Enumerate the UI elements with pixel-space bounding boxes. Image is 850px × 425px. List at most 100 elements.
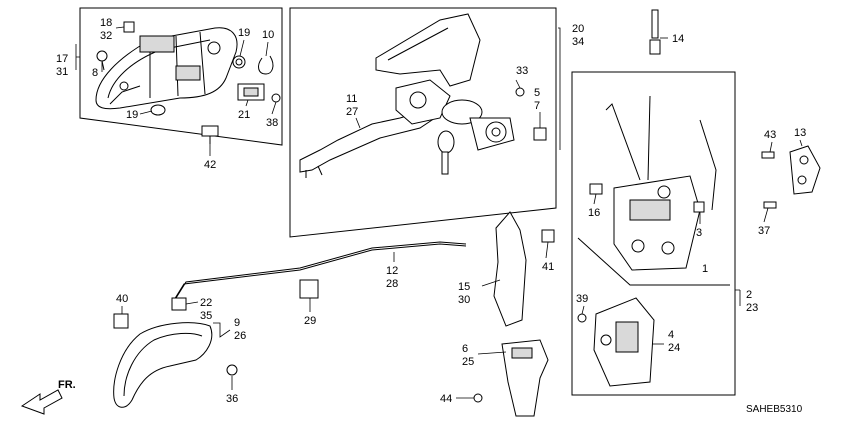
callout-number: 42 — [204, 159, 216, 171]
shield-bracket-part-15 — [493, 211, 527, 327]
callout-number: 36 — [226, 393, 238, 405]
callout-number: 15 — [458, 281, 470, 293]
callout-number: 11 — [346, 93, 357, 105]
callout-39: 39 — [576, 293, 588, 305]
outer-handle-group-frame — [79, 7, 283, 146]
latch-cover-part-4 — [593, 297, 655, 387]
callout-number: 33 — [516, 65, 528, 77]
callout-number: 21 — [238, 109, 250, 121]
clip-part-22 — [171, 297, 187, 311]
callout-number: 19 — [126, 109, 138, 121]
callout-number: 30 — [458, 294, 470, 306]
callout-number: 14 — [672, 33, 684, 45]
callout-19-top: 19 — [238, 27, 250, 39]
callout-8: 8 — [92, 67, 98, 79]
callout-1: 1 — [702, 263, 708, 275]
callout-44: 44 — [440, 393, 452, 405]
callout-number: 32 — [100, 30, 112, 42]
callout-38: 38 — [266, 117, 278, 129]
callout-number: 3 — [696, 227, 702, 239]
callout-number: 29 — [304, 315, 316, 327]
callout-number: 43 — [764, 129, 776, 141]
callout-number: 16 — [588, 207, 600, 219]
lock-cylinder-mechanism — [395, 79, 451, 125]
callout-number: 10 — [262, 29, 274, 41]
callout-number: 37 — [758, 225, 770, 237]
screw-part-39 — [577, 313, 587, 323]
callout-number: 24 — [668, 342, 680, 354]
callout-number: 20 — [572, 23, 584, 35]
clip-part-16 — [589, 183, 603, 195]
screw-part-8 — [96, 50, 108, 71]
callout-number: 27 — [346, 106, 358, 118]
callout-number: 1 — [702, 263, 708, 275]
bolt-part-42 — [201, 125, 219, 144]
callout-number: 34 — [572, 36, 584, 48]
callout-40: 40 — [116, 293, 128, 305]
callout-33: 33 — [516, 65, 528, 77]
callout-number: 39 — [576, 293, 588, 305]
callout-number: 8 — [92, 67, 98, 79]
callout-number: 38 — [266, 117, 278, 129]
callout-number: 44 — [440, 393, 452, 405]
clip-part-40 — [113, 313, 129, 329]
front-direction-arrow-icon — [20, 389, 63, 415]
callout-43: 43 — [764, 129, 776, 141]
outer-door-handle — [95, 27, 238, 110]
callout-number: 17 — [56, 53, 68, 65]
inner-door-handle-part-9 — [113, 322, 213, 408]
callout-13: 13 — [794, 127, 806, 139]
rod-guide-part-6 — [501, 339, 549, 417]
screw-part-33 — [515, 87, 525, 97]
grommet-part-19-top — [232, 55, 246, 69]
callout-number: 7 — [534, 100, 540, 112]
callout-37: 37 — [758, 225, 770, 237]
front-direction-label: FR. — [58, 379, 76, 391]
callout-number: 4 — [668, 329, 674, 341]
grommet-part-19-bottom — [150, 104, 166, 116]
lock-cylinder-group-frame — [289, 7, 557, 238]
callout-number: 22 — [200, 297, 212, 309]
callout-number: 12 — [386, 265, 398, 277]
callout-21: 21 — [238, 109, 250, 121]
callout-41: 41 — [542, 261, 554, 273]
diagram-code: SAHEB5310 — [746, 404, 803, 415]
leader-lines — [101, 26, 803, 399]
latch-rods — [605, 95, 717, 211]
striker-part-13 — [789, 145, 821, 195]
door-latch-actuator-part-1 — [613, 175, 701, 271]
callout-number: 31 — [56, 66, 68, 78]
latch-inner-frame — [577, 237, 730, 286]
callout-number: 25 — [462, 356, 474, 368]
key — [437, 130, 455, 175]
screw-part-38 — [271, 93, 281, 103]
clip-part-5 — [533, 127, 547, 141]
callout-42: 42 — [204, 159, 216, 171]
cable-part-12 — [173, 241, 467, 301]
callout-number: 40 — [116, 293, 128, 305]
callout-3: 3 — [696, 227, 702, 239]
bolt-part-41 — [541, 229, 555, 243]
screw-part-43 — [761, 151, 775, 159]
lock-cover-part-20 — [375, 13, 481, 87]
handle-spacer-part-21 — [237, 83, 265, 101]
callout-number: 26 — [234, 330, 246, 342]
callout-number: 23 — [746, 302, 758, 314]
screw-part-36 — [226, 364, 238, 376]
callout-16: 16 — [588, 207, 600, 219]
clip-part-3 — [693, 201, 705, 213]
